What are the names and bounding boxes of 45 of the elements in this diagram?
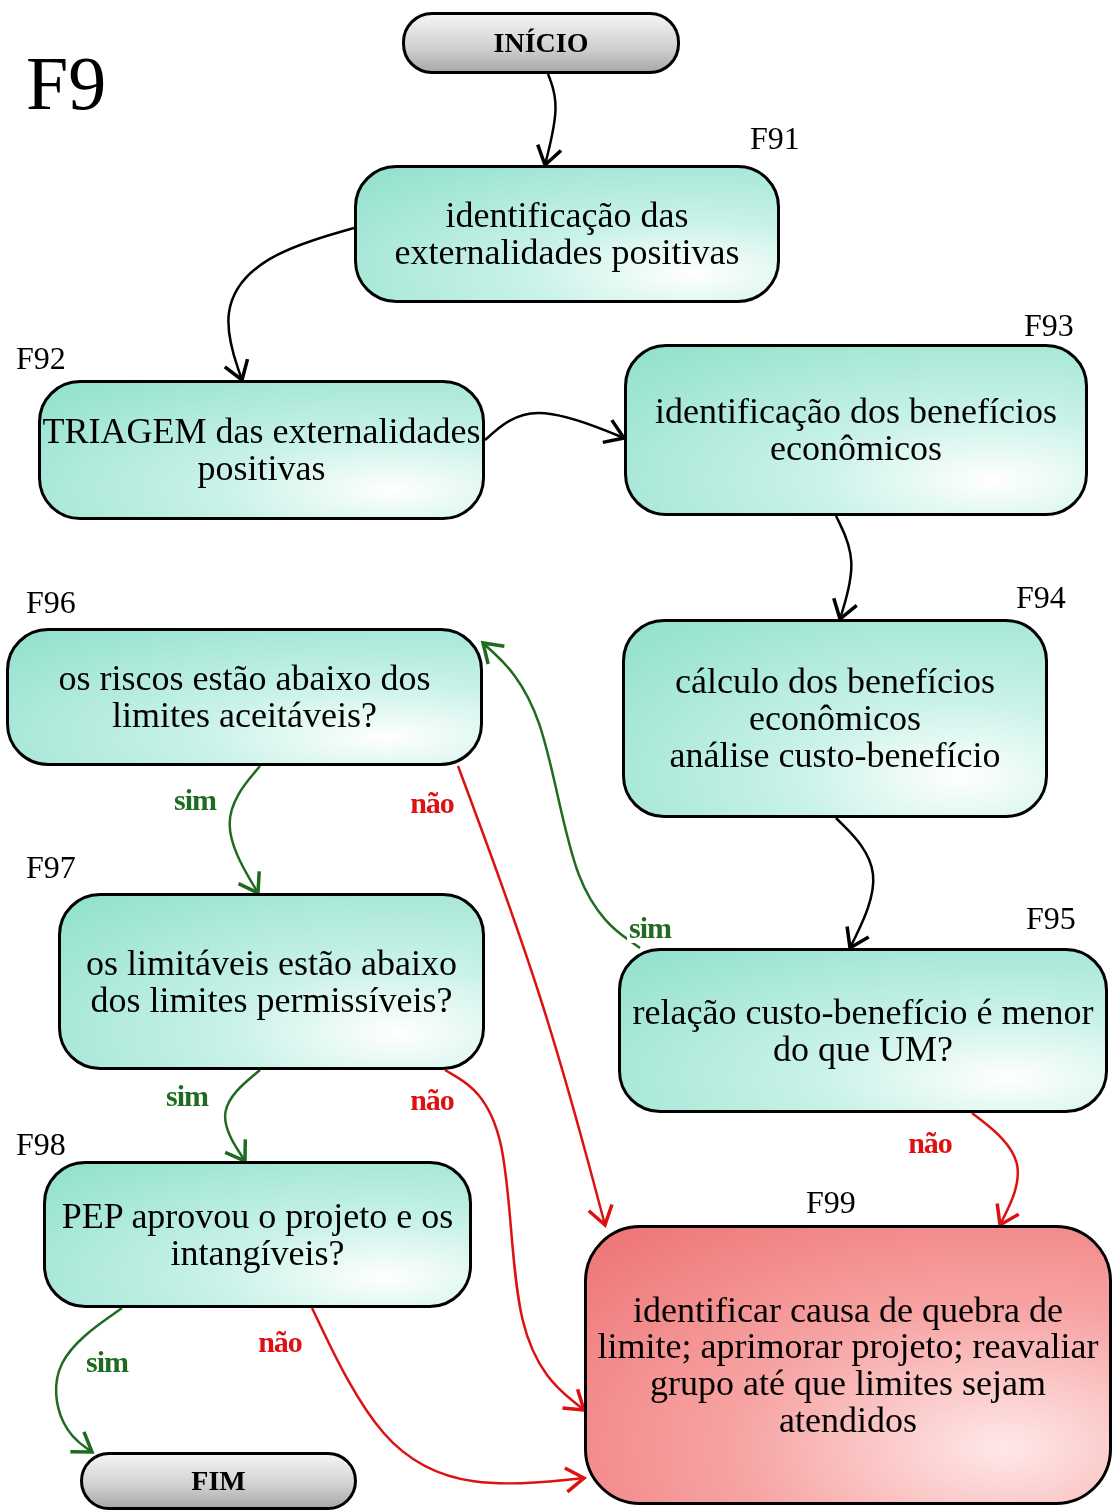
node-text: INÍCIO xyxy=(493,28,589,58)
node-text: identificação das externalidades positivas xyxy=(393,197,741,271)
step-code: F91 xyxy=(750,120,800,157)
step-code: F92 xyxy=(16,340,66,377)
process-box xyxy=(622,619,1048,818)
node-text: análise custo-benefício xyxy=(669,736,1001,774)
step-code: F97 xyxy=(26,849,76,886)
arrow xyxy=(484,411,626,445)
process-box xyxy=(618,948,1108,1113)
process-box xyxy=(38,380,485,520)
arrow xyxy=(444,1068,586,1412)
diagram-code: F9 xyxy=(26,40,107,127)
arrow xyxy=(54,1306,123,1454)
node-text: PEP aprovou o projeto e os intangíveis? xyxy=(60,1197,455,1272)
step-code: F99 xyxy=(806,1184,856,1221)
process-box xyxy=(43,1161,472,1308)
arrow xyxy=(223,226,355,382)
step-code: F95 xyxy=(1026,900,1076,937)
process-box xyxy=(354,165,780,303)
arrow xyxy=(835,817,875,950)
node-text: FIM xyxy=(191,1466,246,1496)
arrow xyxy=(535,73,563,167)
node-text: os limitáveis estão abaixo dos limites permissíveis? xyxy=(85,944,458,1019)
arrow xyxy=(223,1069,261,1163)
arrow xyxy=(971,1112,1021,1227)
arrow xyxy=(456,765,614,1227)
arrow xyxy=(310,1307,586,1494)
node-text: relação custo-benefício é menor do que UM? xyxy=(631,993,1095,1068)
terminal-pill xyxy=(402,12,680,74)
node-text: identificação dos benefícios econômicos xyxy=(654,393,1058,467)
node-text: os riscos estão abaixo dos limites aceitáveis? xyxy=(57,660,432,734)
step-code: F96 xyxy=(26,584,76,621)
node-text: TRIAGEM das externalidades positivas xyxy=(41,413,482,487)
step-code: F94 xyxy=(1016,579,1066,616)
step-code: F93 xyxy=(1024,307,1074,344)
step-code: F98 xyxy=(16,1126,66,1163)
arrow xyxy=(481,641,641,950)
process-box xyxy=(58,893,485,1070)
process-box xyxy=(624,344,1088,516)
arrow xyxy=(832,515,859,621)
node-text: identificar causa de quebra de limite; aprimorar projeto; reavaliar grupo até que limites sejam atendidos xyxy=(596,1291,1100,1439)
arrow xyxy=(228,765,261,895)
terminal-pill xyxy=(80,1452,357,1510)
process-box xyxy=(6,628,483,766)
action-box xyxy=(584,1225,1112,1505)
